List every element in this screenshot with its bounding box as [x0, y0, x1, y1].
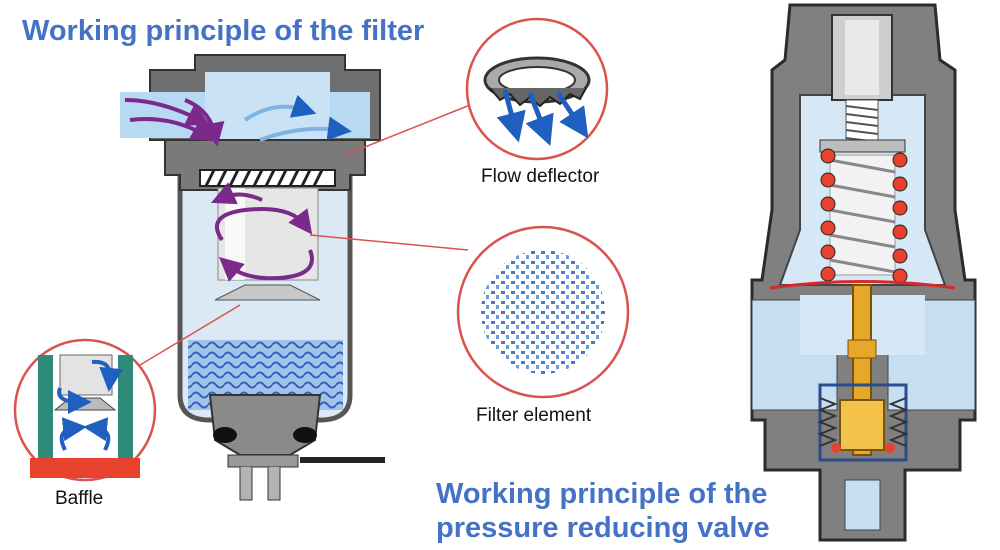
flow-deflector-callout [465, 17, 609, 161]
baffle-cone [214, 284, 321, 301]
valve-title-line-1: Working principle of the [436, 478, 768, 510]
drain-valve [208, 394, 322, 456]
pressure-reducing-valve [750, 3, 977, 542]
filter-element-callout [456, 225, 630, 399]
baffle-label: Baffle [55, 488, 104, 509]
main-spring [820, 148, 908, 284]
filter-assembly [120, 54, 471, 501]
filter-element-label: Filter element [476, 405, 592, 426]
baffle-callout [13, 338, 157, 482]
valve-title: Working principle of the pressure reduci… [436, 477, 796, 545]
flow-deflector-label: Flow deflector [481, 166, 600, 187]
filter-title: Working principle of the filter [22, 15, 425, 47]
diaphragm [769, 280, 956, 290]
valve-title-line-2: pressure reducing valve [436, 512, 770, 544]
